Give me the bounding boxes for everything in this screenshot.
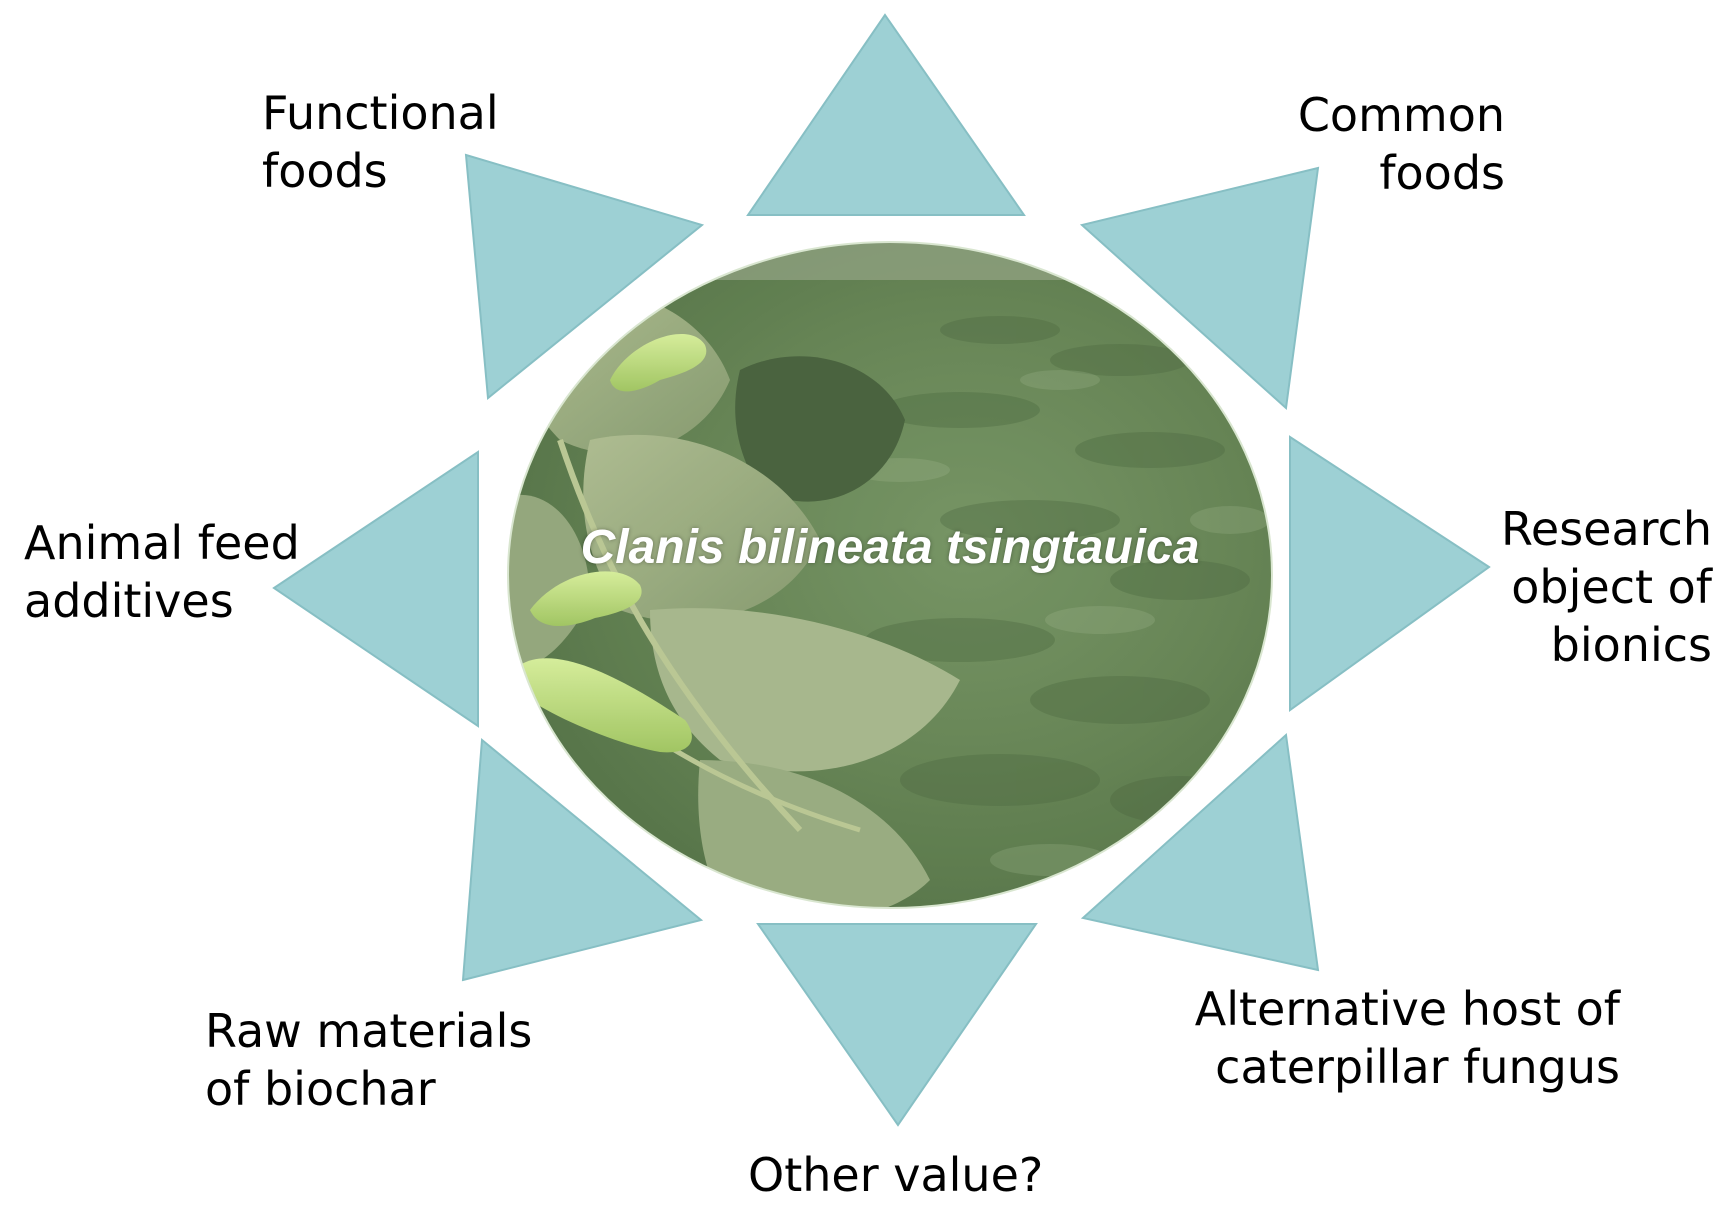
central-photo-border (507, 241, 1273, 909)
label-biochar-line2: of biochar (205, 1062, 436, 1116)
label-bionics-line2: object of (1511, 560, 1712, 614)
species-label: Clanis bilineata tsingtauica (580, 521, 1200, 574)
label-bionics-line3: bionics (1550, 618, 1712, 672)
arrow-right (1289, 435, 1491, 712)
label-bionics-line1: Research (1501, 502, 1712, 556)
label-animal-feed-line2: additives (24, 574, 234, 628)
label-animal-feed: Animal feed additives (24, 514, 300, 630)
label-fungus-host: Alternative host of caterpillar fungus (1195, 980, 1620, 1096)
label-fungus-host-line1: Alternative host of (1194, 982, 1620, 1036)
label-other-value: Other value? (748, 1146, 1043, 1204)
label-other-value-line1: Other value? (748, 1148, 1044, 1202)
arrow-group (272, 13, 1491, 1127)
label-common-foods: Common foods (1298, 86, 1505, 202)
arrow-left (272, 450, 479, 728)
label-functional-foods-line2: foods (262, 144, 388, 198)
arrow-bottom-right (1080, 732, 1320, 972)
label-common-foods-line1: Common (1297, 88, 1505, 142)
label-animal-feed-line1: Animal feed (24, 516, 300, 570)
arrow-top-left (464, 153, 705, 400)
label-bionics: Research object of bionics (1501, 500, 1712, 674)
label-biochar: Raw materials of biochar (205, 1002, 532, 1118)
label-functional-foods: Functional foods (262, 84, 499, 200)
label-biochar-line1: Raw materials (205, 1004, 533, 1058)
arrow-top (746, 13, 1026, 216)
label-functional-foods-line1: Functional (262, 86, 499, 140)
arrow-top-right (1079, 166, 1320, 411)
arrow-bottom (756, 923, 1038, 1127)
label-common-foods-line2: foods (1379, 146, 1505, 200)
arrow-bottom-left (461, 738, 704, 982)
label-fungus-host-line2: caterpillar fungus (1215, 1040, 1620, 1094)
